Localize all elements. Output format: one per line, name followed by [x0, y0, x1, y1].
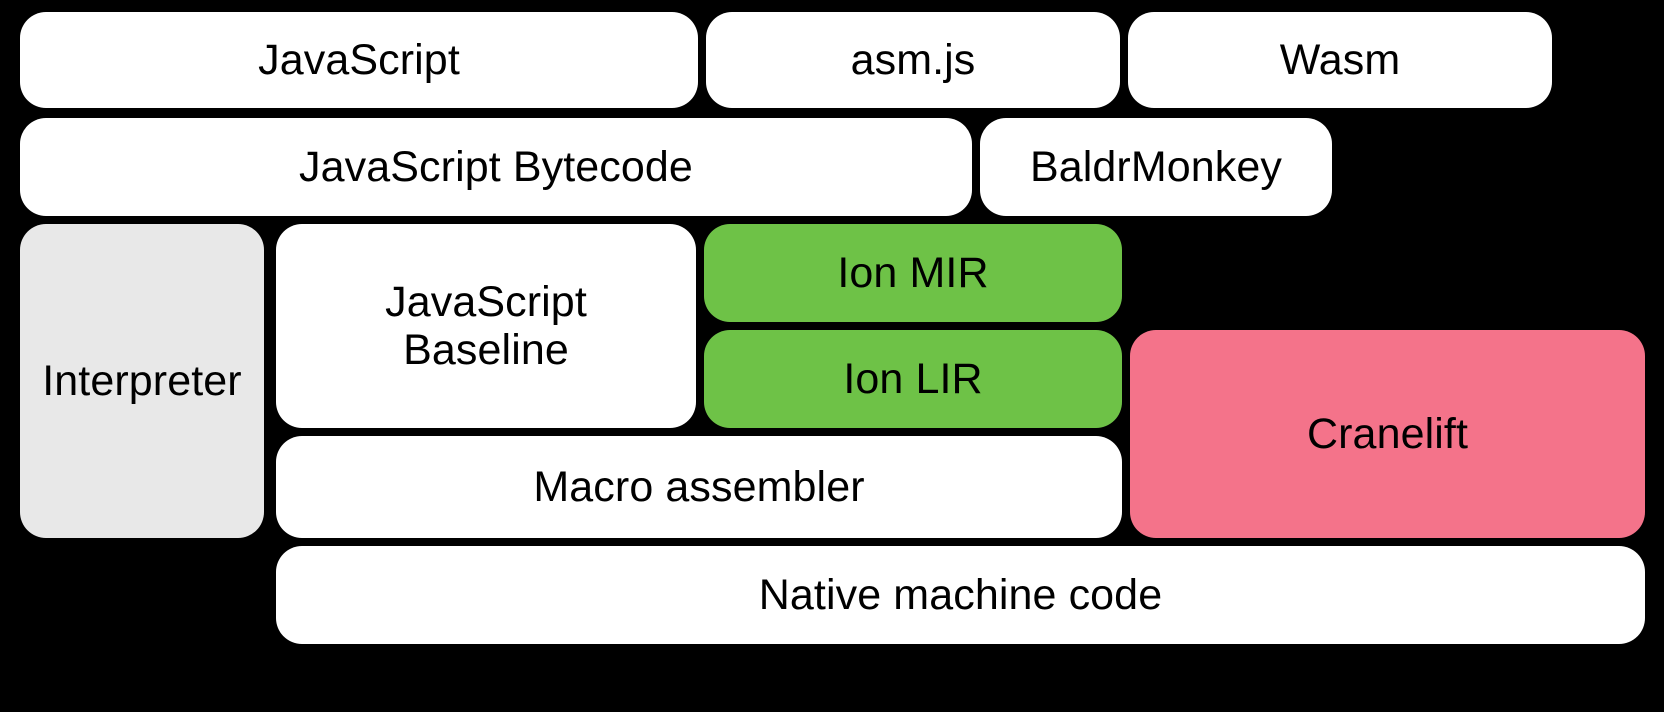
node-javascript: JavaScript	[20, 12, 698, 108]
node-macro-assembler: Macro assembler	[276, 436, 1122, 538]
node-javascript-bytecode: JavaScript Bytecode	[20, 118, 972, 216]
node-wasm: Wasm	[1128, 12, 1552, 108]
node-cranelift: Cranelift	[1130, 330, 1645, 538]
node-javascript-baseline: JavaScript Baseline	[276, 224, 696, 428]
node-ion-lir: Ion LIR	[704, 330, 1122, 428]
node-asm-js: asm.js	[706, 12, 1120, 108]
node-native-machine-code: Native machine code	[276, 546, 1645, 644]
node-baldrmonkey: BaldrMonkey	[980, 118, 1332, 216]
node-interpreter: Interpreter	[20, 224, 264, 538]
node-ion-mir: Ion MIR	[704, 224, 1122, 322]
